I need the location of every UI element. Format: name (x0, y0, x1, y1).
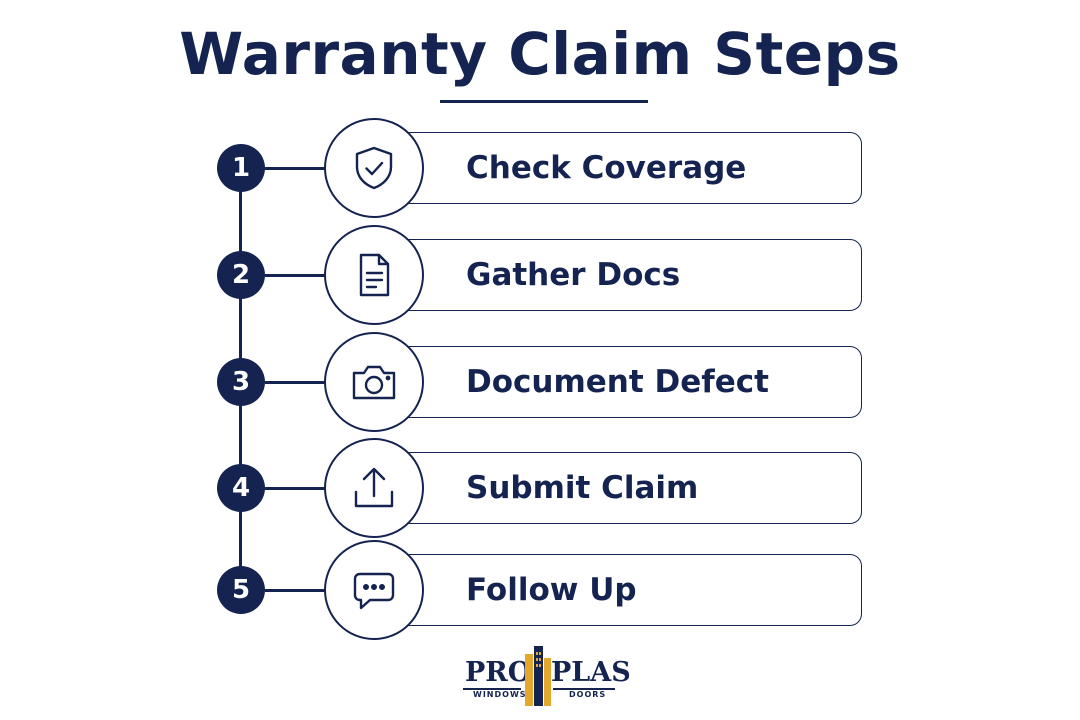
step-4: 4 Submit Claim (0, 438, 1080, 538)
step-label-1: Check Coverage (466, 150, 747, 186)
step-icon-circle-1 (324, 118, 424, 218)
step-label-5: Follow Up (466, 572, 637, 608)
step-label-3: Document Defect (466, 364, 769, 400)
logo-underline-left (463, 688, 521, 690)
step-icon-circle-3 (324, 332, 424, 432)
title-underline (440, 100, 648, 103)
step-3: 3 Document Defect (0, 332, 1080, 432)
step-connector-2 (265, 274, 325, 277)
step-icon-circle-2 (324, 225, 424, 325)
upload-icon (354, 467, 394, 508)
chat-bubble-icon (353, 572, 395, 610)
step-number-2: 2 (217, 251, 265, 299)
brand-logo: PRO PLAS WINDOWS DOORS (455, 640, 631, 710)
step-label-2: Gather Docs (466, 257, 681, 293)
building-icon (525, 646, 551, 706)
step-card-5 (392, 554, 862, 626)
step-card-1 (392, 132, 862, 204)
step-label-4: Submit Claim (466, 470, 699, 506)
camera-icon (352, 365, 396, 400)
page-title: Warranty Claim Steps (179, 20, 901, 88)
step-connector-4 (265, 487, 325, 490)
logo-word-right: PLAS (551, 657, 631, 688)
shield-check-icon (355, 146, 393, 190)
step-connector-1 (265, 167, 325, 170)
step-number-5: 5 (217, 566, 265, 614)
step-connector-3 (265, 381, 325, 384)
logo-sub-right: DOORS (569, 690, 607, 699)
document-icon (359, 253, 390, 297)
step-number-4: 4 (217, 464, 265, 512)
step-2: 2 Gather Docs (0, 225, 1080, 325)
step-card-3 (392, 346, 862, 418)
step-5: 5 Follow Up (0, 540, 1080, 640)
step-icon-circle-5 (324, 540, 424, 640)
step-number-1: 1 (217, 144, 265, 192)
step-card-2 (392, 239, 862, 311)
step-1: 1 Check Coverage (0, 118, 1080, 218)
logo-word-left: PRO (465, 657, 532, 688)
step-number-3: 3 (217, 358, 265, 406)
step-icon-circle-4 (324, 438, 424, 538)
logo-underline-right (553, 688, 615, 690)
step-connector-5 (265, 589, 325, 592)
step-card-4 (392, 452, 862, 524)
logo-sub-left: WINDOWS (473, 690, 527, 699)
